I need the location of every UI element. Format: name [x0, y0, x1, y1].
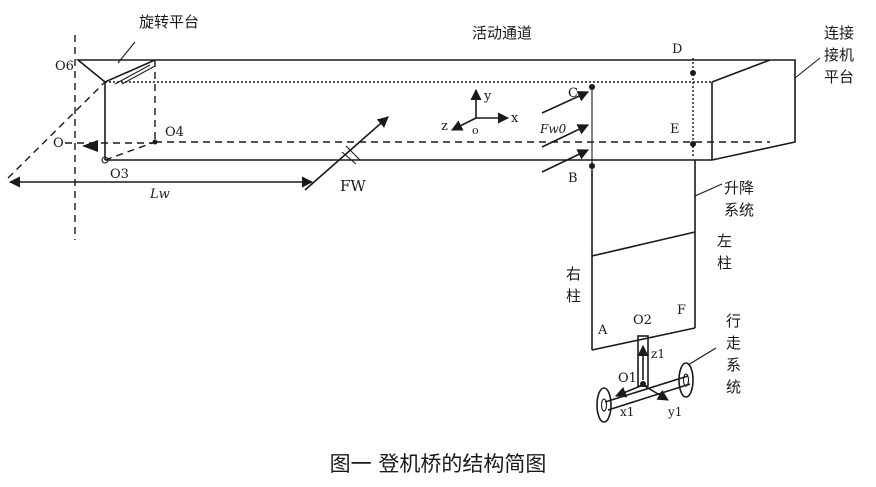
column-telescope-joint — [591, 231, 696, 257]
lifting-system-label-1: 升降 — [724, 179, 754, 197]
label-e: E — [670, 122, 680, 137]
point-o4-dot — [152, 139, 158, 145]
label-o: O — [53, 136, 64, 151]
fw-tick-1 — [345, 145, 361, 161]
connection-platform-label-3: 平台 — [824, 68, 854, 86]
active-channel-label: 活动通道 — [472, 24, 532, 42]
walking-axle-lower — [607, 383, 691, 411]
label-b: B — [568, 171, 578, 186]
label-x: x — [511, 111, 519, 126]
connection-platform — [711, 57, 821, 161]
rotating-platform-bottom-edge — [104, 141, 156, 161]
walking-system-label-2: 走 — [726, 334, 741, 352]
rotating-platform-top — [75, 59, 156, 83]
walking-system-label-1: 行 — [726, 312, 741, 330]
point-b-dot — [589, 163, 595, 169]
label-o3: O3 — [110, 167, 129, 182]
point-e-dot — [690, 141, 696, 147]
label-z1: z1 — [651, 347, 665, 361]
walking-system-leader — [687, 347, 717, 366]
point-d-dot — [690, 70, 696, 76]
walking-system — [596, 335, 717, 423]
fw0-arrow-lower — [541, 149, 590, 173]
connection-platform-leader — [794, 57, 821, 79]
label-o1: O1 — [618, 371, 637, 386]
rotation-axis — [7, 35, 158, 240]
figure-caption: 图一 登机桥的结构简图 — [329, 452, 547, 476]
walking-axle-upper — [604, 375, 689, 403]
lifting-system-leader — [694, 183, 723, 197]
rotating-platform-hatch-2 — [121, 65, 156, 85]
right-column-label-1: 右 — [566, 265, 581, 283]
label-o4: O4 — [165, 125, 184, 140]
point-o-marker — [82, 140, 98, 152]
z-axis-arrow — [450, 117, 477, 131]
label-a: A — [597, 323, 608, 338]
label-d: D — [672, 42, 682, 57]
label-y: y — [483, 89, 492, 104]
connection-platform-label-2: 接机 — [824, 46, 854, 64]
label-o6: O6 — [55, 59, 74, 74]
rotating-platform — [75, 41, 156, 161]
lifting-columns — [591, 160, 723, 351]
right-column-label-2: 柱 — [566, 287, 581, 305]
left-column-label-2: 柱 — [717, 254, 732, 272]
label-c: C — [568, 86, 578, 101]
wheel-front-hub — [600, 398, 608, 412]
fw-tick-2 — [341, 151, 357, 165]
rotating-platform-hatch-1 — [114, 64, 151, 85]
column-bottom-edge — [591, 327, 696, 351]
point-o3-dot — [101, 156, 109, 164]
label-lw: Lw — [149, 187, 170, 202]
y1-axis-arrow — [642, 384, 669, 401]
label-f: F — [677, 303, 686, 318]
section-markers — [589, 58, 696, 170]
walking-system-label-4: 统 — [726, 378, 741, 396]
left-column-label-1: 左 — [717, 232, 732, 250]
fw-load-arrow — [304, 116, 389, 191]
rotating-platform-label: 旋转平台 — [139, 13, 199, 31]
rotating-platform-leader — [117, 41, 136, 64]
connection-platform-outline — [711, 59, 796, 161]
connection-platform-label-1: 连接 — [824, 24, 854, 42]
x1-axis-arrow — [614, 384, 644, 398]
diagonal-axis — [7, 81, 106, 179]
label-o2: O2 — [633, 313, 652, 328]
walking-system-label-3: 系 — [726, 356, 741, 374]
point-o1-dot — [640, 381, 646, 387]
label-y1: y1 — [667, 405, 682, 419]
fw0-arrow-upper — [541, 91, 590, 114]
lifting-system-label-2: 系统 — [724, 201, 754, 219]
wheel-rear-hub — [682, 373, 690, 387]
active-channel — [105, 59, 770, 161]
center-coordinate-system — [450, 88, 510, 131]
label-x1: x1 — [620, 405, 634, 419]
label-o-center: o — [472, 124, 479, 137]
point-c-dot — [589, 84, 595, 90]
label-fw0: Fw0 — [539, 122, 567, 136]
label-fw: FW — [340, 177, 366, 195]
wheel-rear — [678, 362, 694, 398]
wheel-front — [596, 387, 612, 423]
fw0-arrow-middle — [541, 124, 590, 148]
label-z: z — [441, 119, 448, 134]
